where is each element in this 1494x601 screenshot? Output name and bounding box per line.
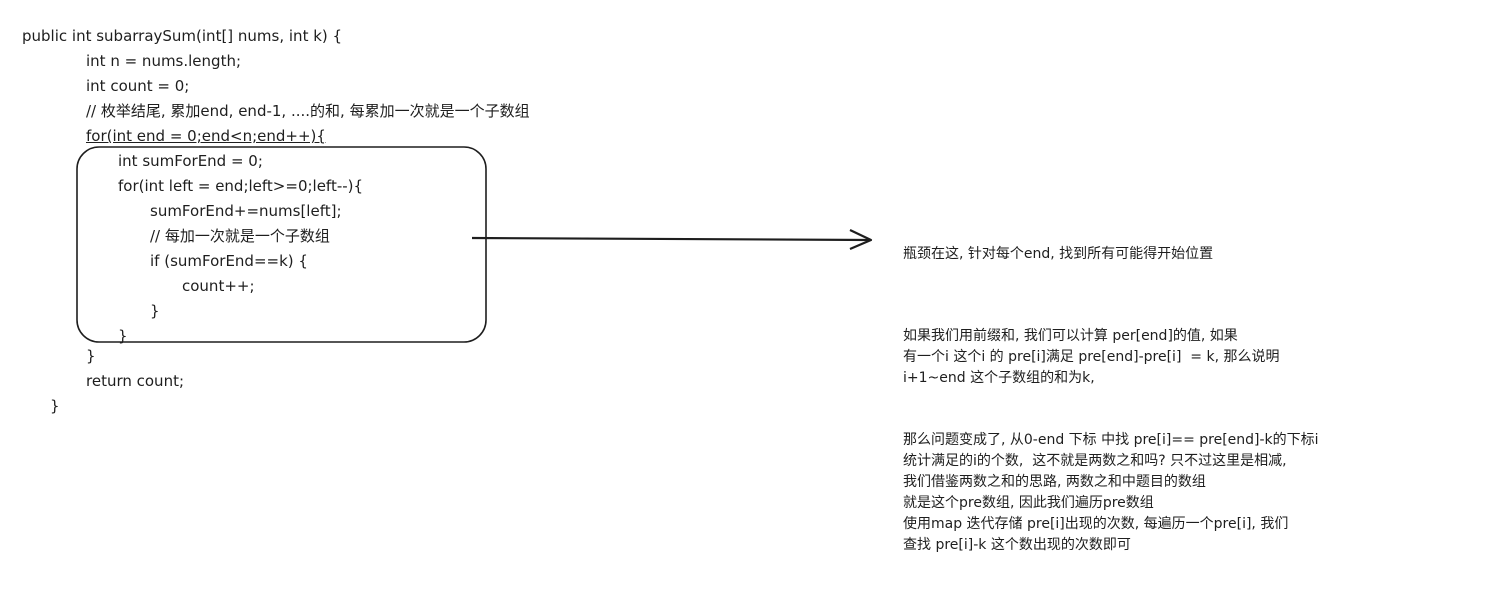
bottleneck-note: 瓶颈在这, 针对每个end, 找到所有可能得开始位置 [903,246,1214,262]
explanation-line: i+1~end 这个子数组的和为k, [903,370,1095,386]
explanation-line: 我们借鉴两数之和的思路, 两数之和中题目的数组 [903,474,1206,490]
arrow-head-icon [849,229,873,251]
code-line: int count = 0; [86,77,190,95]
explanation-line: 有一个i 这个i 的 pre[i]满足 pre[end]-pre[i] = k,… [903,349,1280,365]
code-line: int sumForEnd = 0; [118,152,263,170]
code-line: if (sumForEnd==k) { [150,252,308,270]
explanation-line: 如果我们用前缀和, 我们可以计算 per[end]的值, 如果 [903,328,1238,344]
explanation-line: 使用map 迭代存储 pre[i]出现的次数, 每遍历一个pre[i], 我们 [903,516,1289,532]
code-line: } [118,327,128,345]
explanation-line: 那么问题变成了, 从0-end 下标 中找 pre[i]== pre[end]-… [903,432,1319,448]
code-line: } [150,302,160,320]
arrow-line [471,236,871,242]
code-line: public int subarraySum(int[] nums, int k… [22,27,343,45]
code-line: sumForEnd+=nums[left]; [150,202,342,220]
code-line: return count; [86,372,185,390]
code-line: // 枚举结尾, 累加end, end-1, ....的和, 每累加一次就是一个… [86,102,530,120]
explanation-line: 统计满足的i的个数, 这不就是两数之和吗? 只不过这里是相减, [903,453,1287,469]
code-line: } [86,347,96,365]
code-line: int n = nums.length; [86,52,242,70]
code-line: count++; [182,277,255,295]
code-line: } [50,397,60,415]
explanation-line: 就是这个pre数组, 因此我们遍历pre数组 [903,495,1154,511]
highlight-box [76,146,487,343]
code-line: for(int end = 0;end<n;end++){ [86,127,326,145]
explanation-line: 查找 pre[i]-k 这个数出现的次数即可 [903,537,1131,553]
code-line: // 每加一次就是一个子数组 [150,227,330,245]
code-line: for(int left = end;left>=0;left--){ [118,177,364,195]
